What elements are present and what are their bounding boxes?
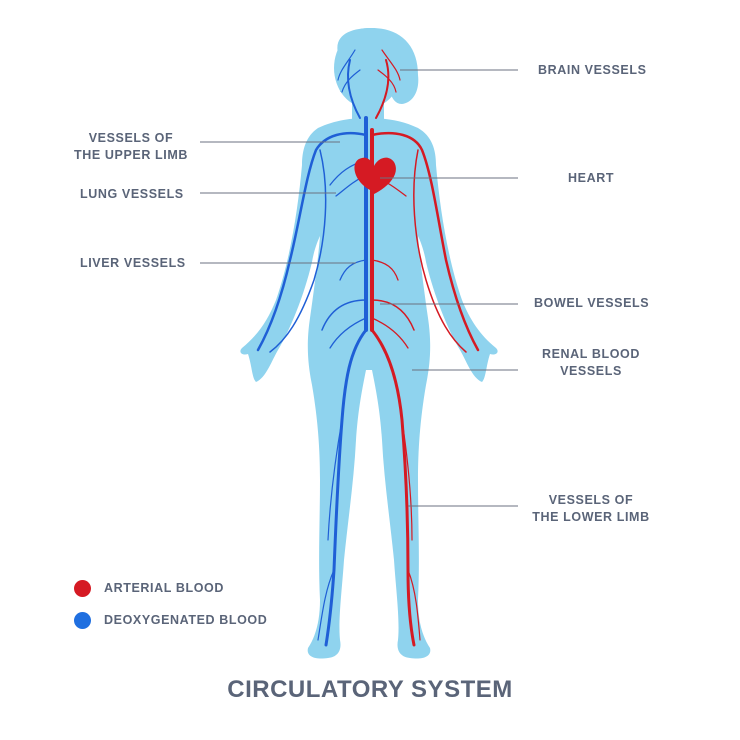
body-silhouette [240, 28, 498, 659]
red-dot-icon [74, 579, 91, 597]
diagram-title: CIRCULATORY SYSTEM [227, 676, 513, 703]
arteries [370, 49, 480, 647]
label-vessels-upper-limb: VESSELS OF THE UPPER LIMB [74, 131, 188, 162]
legend-arterial: ARTERIAL BLOOD [74, 578, 224, 598]
label-brain-vessels: BRAIN VESSELS [538, 63, 647, 77]
label-liver-vessels: LIVER VESSELS [80, 256, 186, 270]
legend-arterial-label: ARTERIAL BLOOD [104, 581, 224, 595]
label-renal-blood-vessels: RENAL BLOOD VESSELS [541, 347, 641, 378]
blue-dot-icon [74, 611, 91, 629]
label-lung-vessels: LUNG VESSELS [80, 187, 184, 201]
label-bowel-vessels: BOWEL VESSELS [534, 296, 650, 310]
legend-deoxygenated: DEOXYGENATED BLOOD [74, 610, 267, 630]
label-heart: HEART [568, 171, 615, 185]
leader-lines [200, 69, 518, 507]
legend-deoxygenated-label: DEOXYGENATED BLOOD [104, 613, 268, 627]
heart-icon [354, 157, 396, 196]
label-vessels-lower-limb: VESSELS OF THE LOWER LIMB [532, 493, 650, 524]
